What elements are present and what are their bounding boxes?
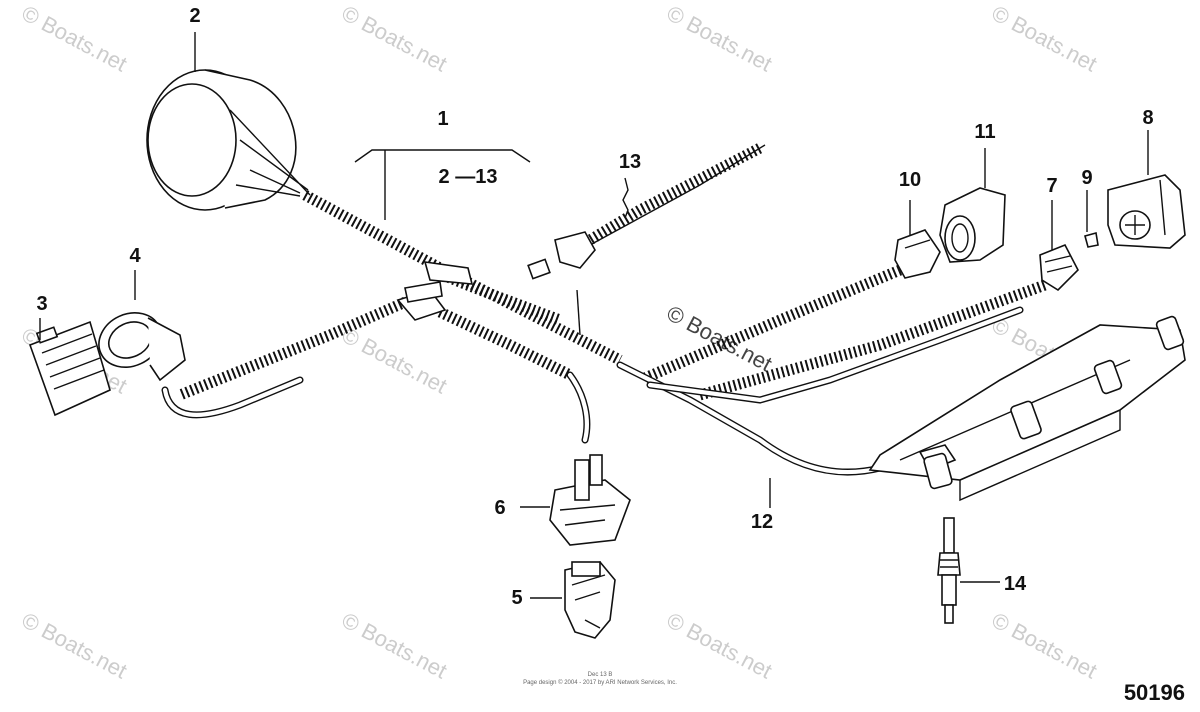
watermark: © Boats.net [988,0,1102,76]
callout-12: 12 [751,511,773,533]
watermark: © Boats.net [18,607,132,683]
watermark: © Boats.net [663,0,777,76]
watermark: © Boats.net [338,0,452,76]
callout-11: 11 [974,121,995,143]
harness-trunk [177,143,1047,401]
rect-connector-part-8 [1107,174,1186,249]
flat-connector-part-3 [28,320,111,417]
callout-7: 7 [1046,175,1057,197]
callout-2-13: 2 —13 [439,166,498,188]
callout-labels: 2 1 2 —13 13 3 4 5 6 7 8 9 10 11 12 14 [36,5,1153,609]
figure-number: 50196 [1124,680,1185,705]
coil-pack-assembly [868,315,1186,502]
sensor-lead-part-13 [527,144,766,280]
connector-boot-part-4 [98,312,186,382]
bracket-sensor-part-6 [549,454,631,546]
callout-4: 4 [129,245,141,267]
watermark: © Boats.net [338,322,452,398]
round-connector-part-7 [1039,243,1079,292]
small-clip-part-9 [1084,231,1099,248]
callout-14: 14 [1004,573,1027,595]
callout-9: 9 [1081,167,1092,189]
copyright-line-1: Dec 13 B [588,672,613,678]
connector-part-10 [894,229,941,279]
callout-13: 13 [619,151,641,173]
leader-lines [39,32,1149,599]
callout-1: 1 [437,108,448,130]
plug-part-14 [937,517,961,624]
watermark: © Boats.net [338,607,452,683]
callout-10: 10 [899,169,921,191]
callout-8: 8 [1142,107,1153,129]
copyright-line-2: Page design © 2004 - 2017 by ARI Network… [523,679,677,686]
callout-3: 3 [36,293,47,315]
watermark: © Boats.net [988,607,1102,683]
sensor-clip-part-5 [564,561,616,639]
callout-2: 2 [189,5,200,27]
watermark: © Boats.net [663,607,777,683]
rubber-boot-part-11 [939,187,1006,263]
round-connector-part-2 [146,69,311,211]
callout-5: 5 [511,587,522,609]
callout-6: 6 [494,497,505,519]
watermark: © Boats.net [18,0,132,76]
